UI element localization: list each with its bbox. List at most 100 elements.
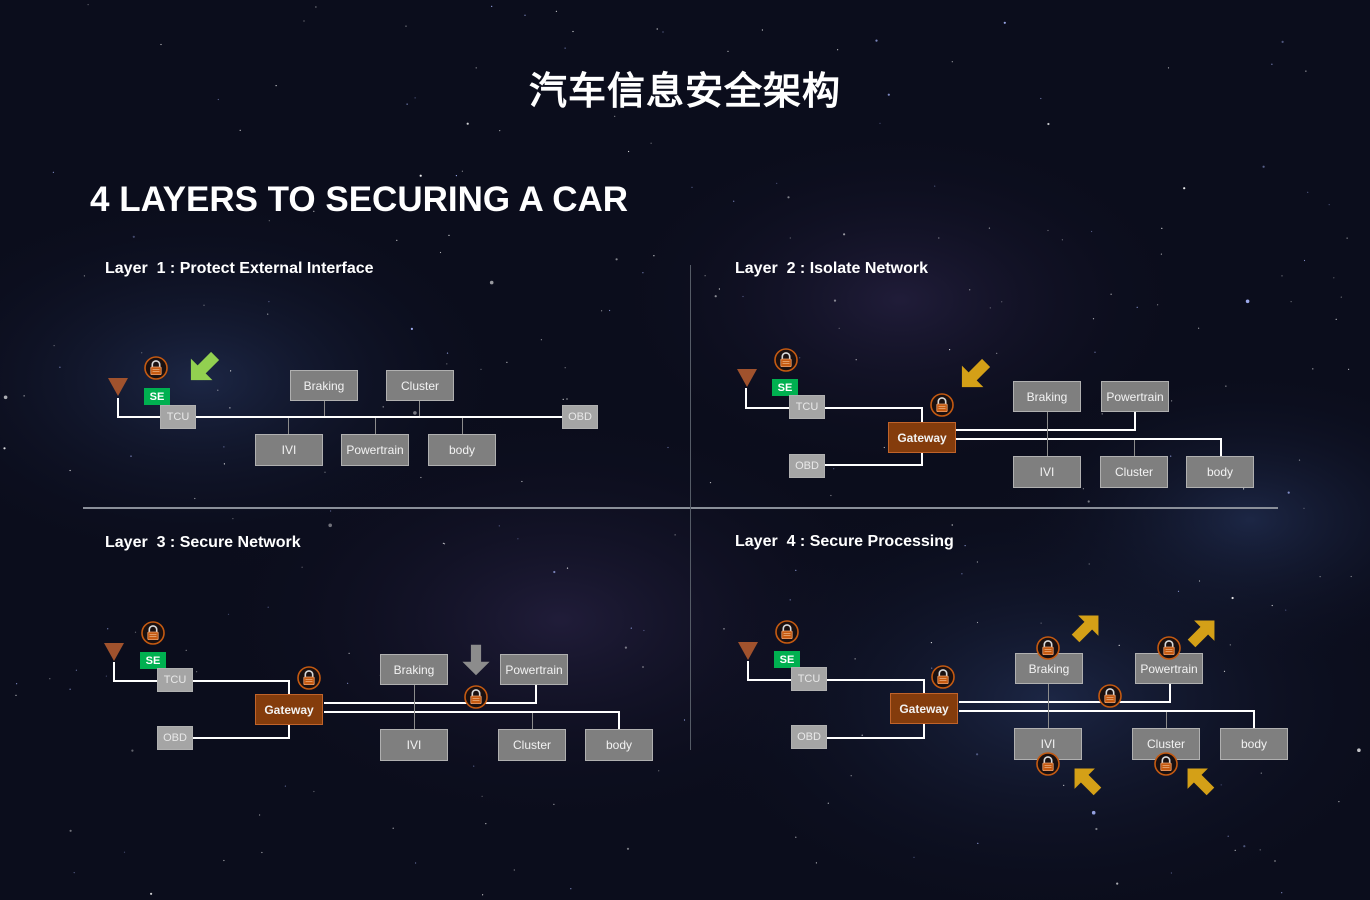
tcu-line <box>745 407 790 409</box>
padlock-icon <box>1098 684 1122 708</box>
powertrain-node: Powertrain <box>341 434 409 466</box>
padlock-icon <box>1036 636 1060 660</box>
stub-line <box>414 685 415 729</box>
stub-line <box>1134 412 1136 431</box>
tcu-gateway-line <box>192 680 290 682</box>
body-node: body <box>1186 456 1254 488</box>
se-chip: SE <box>144 388 170 405</box>
antenna-icon <box>108 378 128 396</box>
body-node: body <box>1220 728 1288 760</box>
antenna-line <box>747 661 749 681</box>
cluster-node: Cluster <box>386 370 454 401</box>
obd-gateway-line <box>921 452 923 466</box>
padlock-icon <box>1154 752 1178 776</box>
tcu-gateway-line <box>923 679 925 693</box>
se-chip: SE <box>772 379 798 396</box>
obd-gateway-line <box>923 724 925 739</box>
layer-4-label: Layer 4 : Secure Processing <box>735 533 954 550</box>
gateway-node: Gateway <box>888 422 956 453</box>
padlock-icon <box>1157 636 1181 660</box>
stub-line <box>1166 712 1167 728</box>
obd-node: OBD <box>562 405 598 429</box>
cluster-node: Cluster <box>498 729 566 761</box>
padlock-icon <box>297 666 321 690</box>
antenna-icon <box>738 642 758 660</box>
bus-line-upper <box>324 702 537 704</box>
bus-line-lower <box>324 711 620 713</box>
padlock-icon <box>931 665 955 689</box>
stub-line <box>1134 440 1135 456</box>
pointer-arrow-icon <box>1068 762 1104 798</box>
horizontal-divider <box>83 507 1278 509</box>
antenna-line <box>117 398 119 418</box>
gateway-node: Gateway <box>255 694 323 725</box>
braking-node: Braking <box>1013 381 1081 412</box>
stub-line <box>288 418 289 435</box>
powertrain-node: Powertrain <box>1101 381 1169 412</box>
stub-line <box>618 711 620 729</box>
tcu-node: TCU <box>157 668 193 692</box>
pointer-arrow-icon <box>1069 609 1105 645</box>
ivi-node: IVI <box>1013 456 1081 488</box>
tcu-gateway-line <box>288 680 290 694</box>
stub-line <box>419 400 420 416</box>
antenna-line <box>745 388 747 408</box>
layer-3-label: Layer 3 : Secure Network <box>105 534 301 551</box>
bus-line-upper <box>956 429 1136 431</box>
body-node: body <box>428 434 496 466</box>
obd-node: OBD <box>789 454 825 478</box>
tcu-line <box>747 679 792 681</box>
vertical-divider <box>690 265 691 750</box>
powertrain-node: Powertrain <box>1135 653 1203 684</box>
layer-1-label: Layer 1 : Protect External Interface <box>105 260 374 277</box>
se-chip: SE <box>140 652 166 669</box>
tcu-line <box>113 680 158 682</box>
padlock-icon <box>775 620 799 644</box>
obd-gateway-line <box>826 737 925 739</box>
obd-node: OBD <box>157 726 193 750</box>
stub-line <box>1048 684 1049 728</box>
page-title: 汽车信息安全架构 <box>528 69 841 113</box>
body-node: body <box>585 729 653 761</box>
tcu-gateway-line <box>921 407 923 422</box>
padlock-icon <box>144 356 168 380</box>
stub-line <box>1253 710 1255 728</box>
obd-gateway-line <box>288 725 290 739</box>
se-chip: SE <box>774 651 800 668</box>
padlock-icon <box>1036 752 1060 776</box>
padlock-icon <box>774 348 798 372</box>
ivi-node: IVI <box>380 729 448 761</box>
pointer-arrow-icon <box>462 644 490 676</box>
bus-line <box>117 416 567 418</box>
ivi-node: IVI <box>255 434 323 466</box>
stub-line <box>462 418 463 435</box>
tcu-node: TCU <box>789 395 825 419</box>
stub-line <box>1047 412 1048 456</box>
tcu-node: TCU <box>791 667 827 691</box>
padlock-icon <box>141 621 165 645</box>
pointer-arrow-icon <box>955 356 993 394</box>
pointer-arrow-icon <box>184 349 222 387</box>
gateway-node: Gateway <box>890 693 958 724</box>
bus-line-lower <box>956 438 1222 440</box>
page-subtitle: 4 LAYERS TO SECURING A CAR <box>90 180 629 219</box>
antenna-line <box>113 662 115 682</box>
cluster-node: Cluster <box>1100 456 1168 488</box>
stub-line <box>1220 438 1222 456</box>
obd-gateway-line <box>192 737 290 739</box>
cluster-node: Cluster <box>1132 728 1200 760</box>
tcu-gateway-line <box>825 407 923 409</box>
stub-line <box>324 400 325 416</box>
stub-line <box>375 418 376 435</box>
pointer-arrow-icon <box>1181 762 1217 798</box>
pointer-arrow-icon <box>1185 614 1221 650</box>
layer-2-label: Layer 2 : Isolate Network <box>735 260 928 277</box>
obd-gateway-line <box>825 464 923 466</box>
antenna-icon <box>104 643 124 661</box>
stub-line <box>535 685 537 704</box>
bus-line-lower <box>959 710 1255 712</box>
braking-node: Braking <box>380 654 448 685</box>
powertrain-node: Powertrain <box>500 654 568 685</box>
padlock-icon <box>464 685 488 709</box>
